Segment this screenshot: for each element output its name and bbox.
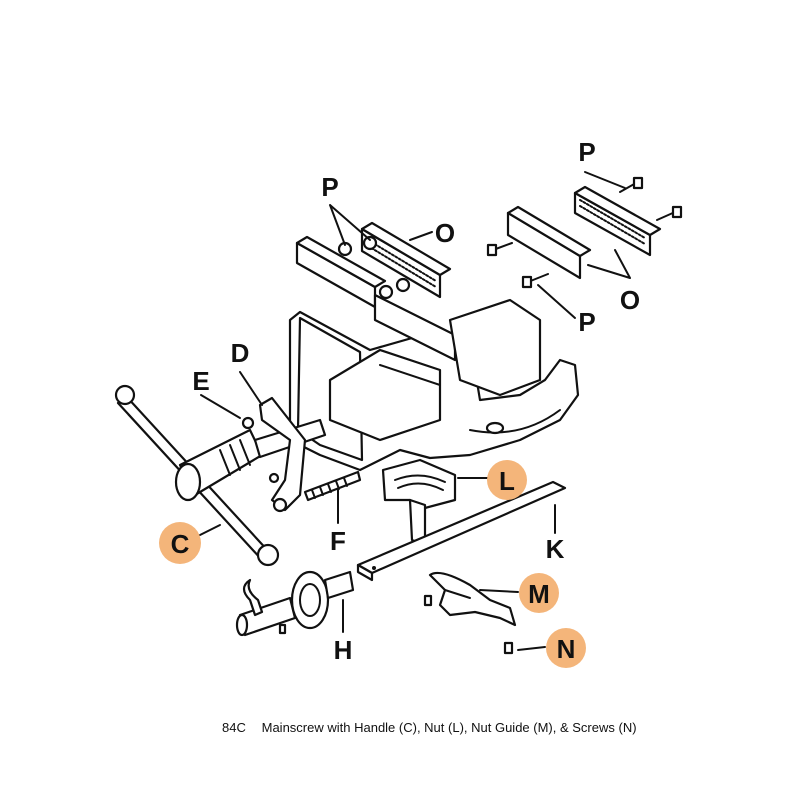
leader-lines — [199, 171, 631, 651]
jaw-screws — [337, 176, 683, 300]
label-o: O — [435, 218, 455, 248]
mainscrew-with-handle — [114, 384, 327, 567]
highlight-n — [546, 628, 586, 668]
label-p: P — [578, 137, 595, 167]
nut-guide — [423, 571, 517, 627]
highlight-c — [159, 522, 201, 564]
caption-text: Mainscrew with Handle (C), Nut (L), Nut … — [261, 720, 637, 735]
label-c: C — [171, 529, 190, 559]
label-p: P — [578, 307, 595, 337]
caption: 84C Mainscrew with Handle (C), Nut (L), … — [222, 720, 637, 735]
label-h: H — [334, 635, 353, 665]
jaw-plate-smooth-left — [295, 235, 387, 309]
caption-code: 84C — [222, 720, 246, 735]
bar — [356, 480, 567, 582]
label-f: F — [330, 526, 346, 556]
front-bracket — [241, 396, 307, 513]
label-n: N — [557, 634, 576, 664]
vise-body — [288, 293, 580, 472]
label-e: E — [192, 366, 209, 396]
label-k: K — [546, 534, 565, 564]
jaw-plate-smooth-right — [506, 205, 592, 280]
highlight-m — [519, 573, 559, 613]
label-p: P — [321, 172, 338, 202]
lock-assembly — [235, 570, 355, 637]
screw — [503, 641, 514, 655]
highlight-l — [487, 460, 527, 500]
jaw-plate-serrated-right — [573, 185, 662, 257]
spring — [303, 470, 362, 502]
label-o: O — [620, 285, 640, 315]
label-m: M — [528, 579, 550, 609]
jaw-plate-serrated-left — [360, 221, 452, 299]
label-l: L — [499, 466, 515, 496]
nut — [381, 458, 457, 547]
label-d: D — [231, 338, 250, 368]
